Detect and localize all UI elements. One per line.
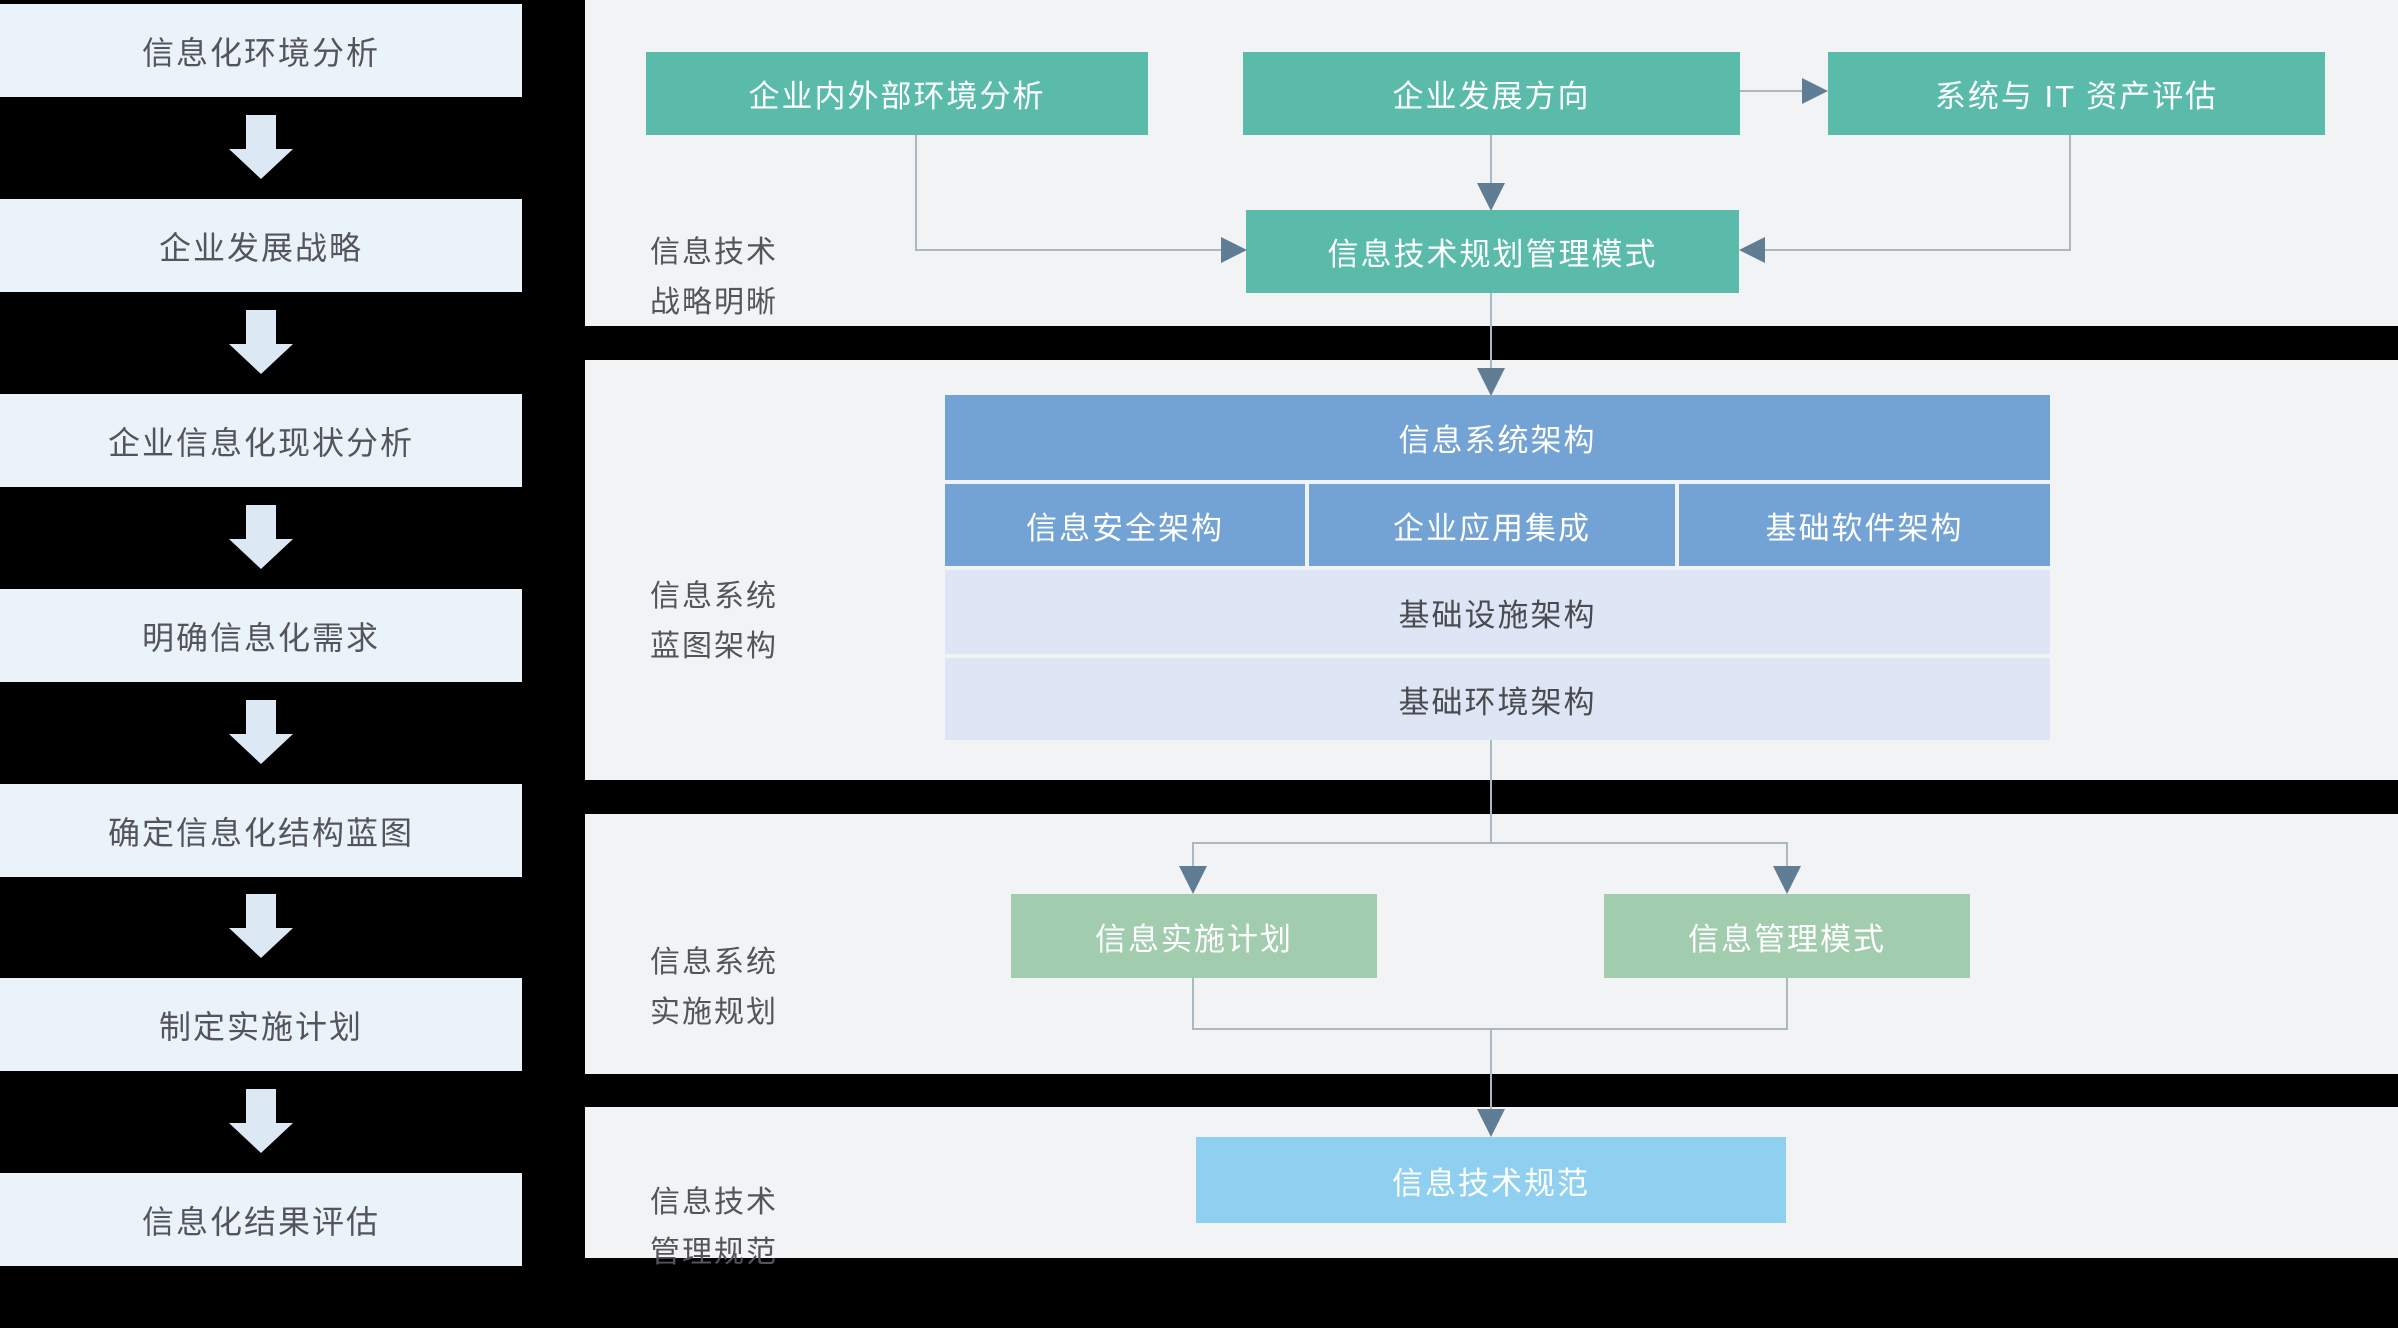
strategy-section-label: 信息技术战略明晰 — [650, 236, 778, 319]
connector-line — [1490, 740, 1492, 843]
sidebar-step-6: 制定实施计划 — [0, 978, 522, 1071]
arrowhead-right-icon — [1802, 78, 1828, 104]
arrowhead-left-icon — [1739, 237, 1765, 263]
node-implementation-plan: 信息实施计划 — [1011, 894, 1377, 978]
node-information-management-mode: 信息管理模式 — [1604, 894, 1970, 978]
connector-line — [1192, 842, 1194, 867]
table-cell-security-architecture: 信息安全架构 — [945, 484, 1305, 566]
node-it-asset-assessment: 系统与 IT 资产评估 — [1828, 52, 2325, 135]
node-development-direction: 企业发展方向 — [1243, 52, 1740, 135]
arrowhead-down-icon — [1773, 866, 1801, 894]
node-it-standards: 信息技术规范 — [1196, 1137, 1786, 1223]
connector-line — [1786, 842, 1788, 867]
sidebar-step-2: 企业发展战略 — [0, 199, 522, 292]
table-row-infrastructure-architecture: 基础设施架构 — [945, 570, 2050, 654]
arrowhead-down-icon — [1477, 1109, 1505, 1137]
connector-line — [1192, 842, 1788, 844]
connector-line — [1740, 90, 1802, 92]
table-header-information-system-architecture: 信息系统架构 — [945, 395, 2050, 480]
connector-line — [1490, 293, 1492, 369]
arrowhead-down-icon — [1477, 368, 1505, 396]
sidebar-step-7: 信息化结果评估 — [0, 1173, 522, 1266]
connector-line — [915, 135, 917, 251]
connector-line — [1763, 249, 2069, 251]
arrowhead-right-icon — [1221, 237, 1247, 263]
sidebar-step-5: 确定信息化结构蓝图 — [0, 784, 522, 877]
node-planning-mode: 信息技术规划管理模式 — [1246, 210, 1739, 293]
table-cell-application-integration: 企业应用集成 — [1309, 484, 1675, 566]
sidebar-step-1: 信息化环境分析 — [0, 4, 522, 97]
arrowhead-down-icon — [1179, 866, 1207, 894]
implementation-section-label: 信息系统实施规划 — [650, 946, 778, 1029]
table-row-basic-environment-architecture: 基础环境架构 — [945, 658, 2050, 740]
connector-line — [1490, 135, 1492, 183]
connector-line — [1786, 978, 1788, 1030]
blueprint-section-label: 信息系统蓝图架构 — [650, 580, 778, 663]
connector-line — [1490, 1028, 1492, 1110]
sidebar-step-4: 明确信息化需求 — [0, 589, 522, 682]
connector-line — [915, 249, 1221, 251]
table-cell-basic-software-architecture: 基础软件架构 — [1679, 484, 2050, 566]
arrowhead-down-icon — [1477, 183, 1505, 211]
connector-line — [2069, 135, 2071, 251]
standards-section-label: 信息技术管理规范 — [650, 1186, 778, 1269]
connector-line — [1192, 978, 1194, 1030]
node-environment-analysis: 企业内外部环境分析 — [646, 52, 1148, 135]
sidebar-step-3: 企业信息化现状分析 — [0, 394, 522, 487]
